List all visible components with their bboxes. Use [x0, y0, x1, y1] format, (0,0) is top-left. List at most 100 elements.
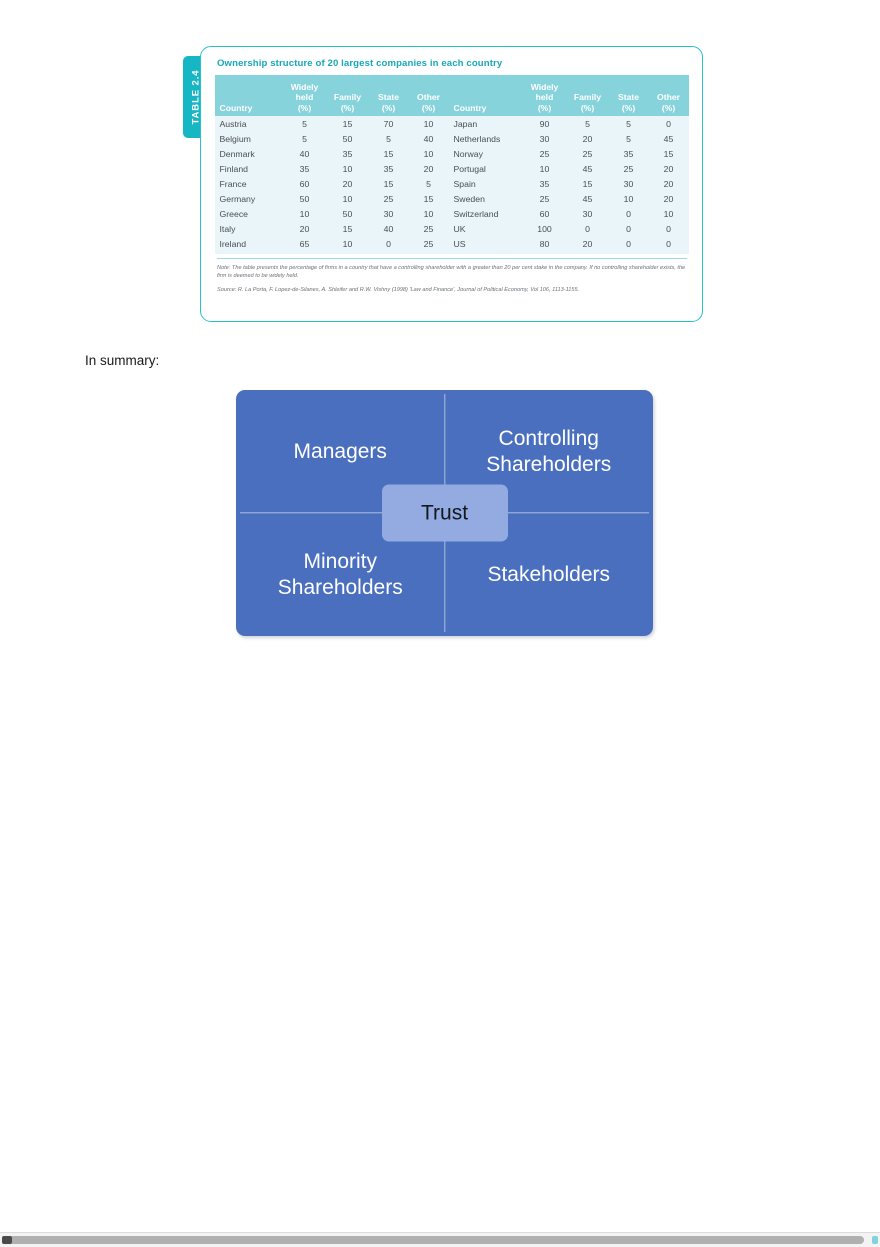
cell-other-right: 0 [648, 236, 689, 254]
cell-other-left: 40 [408, 131, 449, 146]
cell-country-right: Japan [448, 116, 523, 131]
cell-family-left: 50 [326, 131, 369, 146]
in-summary-label: In summary: [85, 353, 160, 368]
header-widely-held-right: Widely held (%) [522, 75, 567, 116]
cell-family-right: 20 [566, 236, 609, 254]
cell-family-left: 10 [326, 161, 369, 176]
cell-state-left: 70 [368, 116, 409, 131]
cell-other-right: 45 [648, 131, 689, 146]
quadrant-stakeholders-label: Stakeholders [487, 562, 611, 586]
cell-widely-held-left: 50 [282, 191, 327, 206]
cell-family-left: 20 [326, 176, 369, 191]
header-country-left: Country [214, 75, 283, 116]
cell-country-left: Greece [214, 206, 283, 221]
cell-country-right: UK [448, 221, 523, 236]
cell-country-right: US [448, 236, 523, 254]
cell-other-left: 10 [408, 116, 449, 131]
cell-country-right: Norway [448, 146, 523, 161]
table-source: Source: R. La Porta, F. Lopez-de-Silanes… [217, 286, 580, 293]
quadrant-stakeholders[interactable]: Stakeholders [445, 513, 654, 636]
cell-state-left: 35 [368, 161, 409, 176]
cell-country-right: Sweden [448, 191, 523, 206]
cell-widely-held-left: 35 [282, 161, 327, 176]
cell-state-left: 30 [368, 206, 409, 221]
cell-other-left: 25 [408, 236, 449, 254]
cell-country-left: Ireland [214, 236, 283, 254]
table-card: Ownership structure of 20 largest compan… [200, 46, 703, 322]
trust-center-box[interactable]: Trust [381, 484, 508, 542]
cell-widely-held-right: 80 [522, 236, 567, 254]
cell-family-right: 25 [566, 146, 609, 161]
horizontal-scrollbar[interactable] [0, 1232, 880, 1247]
cell-country-right: Switzerland [448, 206, 523, 221]
scrollbar-right-cap[interactable] [872, 1236, 878, 1244]
cell-state-right: 30 [608, 176, 649, 191]
cell-widely-held-left: 5 [282, 116, 327, 131]
trust-label: Trust [420, 501, 469, 524]
cell-state-left: 25 [368, 191, 409, 206]
cell-state-left: 0 [368, 236, 409, 254]
cell-family-left: 10 [326, 191, 369, 206]
cell-other-left: 5 [408, 176, 449, 191]
scrollbar-left-cap[interactable] [2, 1236, 12, 1244]
cell-other-right: 20 [648, 176, 689, 191]
cell-widely-held-left: 10 [282, 206, 327, 221]
cell-other-left: 20 [408, 161, 449, 176]
cell-country-left: Italy [214, 221, 283, 236]
cell-widely-held-right: 60 [522, 206, 567, 221]
header-state-left: State (%) [368, 75, 409, 116]
cell-state-right: 0 [608, 206, 649, 221]
cell-country-right: Netherlands [448, 131, 523, 146]
cell-family-right: 0 [566, 221, 609, 236]
table-bottom-rule [216, 257, 687, 259]
cell-country-left: Austria [214, 116, 283, 131]
cell-widely-held-left: 60 [282, 176, 327, 191]
cell-other-right: 20 [648, 191, 689, 206]
scrollbar-thumb[interactable] [8, 1236, 864, 1244]
cell-widely-held-right: 100 [522, 221, 567, 236]
cell-state-left: 15 [368, 146, 409, 161]
cell-family-left: 35 [326, 146, 369, 161]
cell-family-right: 45 [566, 161, 609, 176]
cell-widely-held-left: 20 [282, 221, 327, 236]
cell-widely-held-left: 40 [282, 146, 327, 161]
cell-widely-held-right: 25 [522, 191, 567, 206]
cell-other-left: 10 [408, 146, 449, 161]
cell-state-right: 0 [608, 221, 649, 236]
cell-state-right: 0 [608, 236, 649, 254]
header-state-right: State (%) [608, 75, 649, 116]
cell-widely-held-left: 65 [282, 236, 327, 254]
cell-country-right: Spain [448, 176, 523, 191]
cell-other-left: 25 [408, 221, 449, 236]
header-widely-held-left: Widely held (%) [282, 75, 327, 116]
ownership-table: Country Widely held (%) Family (%) State… [214, 75, 689, 254]
cell-state-left: 5 [368, 131, 409, 146]
cell-state-right: 35 [608, 146, 649, 161]
cell-family-right: 5 [566, 116, 609, 131]
cell-widely-held-right: 25 [522, 146, 567, 161]
cell-state-right: 5 [608, 116, 649, 131]
cell-family-right: 15 [566, 176, 609, 191]
quadrant-managers[interactable]: Managers [236, 390, 445, 513]
cell-state-right: 5 [608, 131, 649, 146]
cell-other-left: 15 [408, 191, 449, 206]
table-note: Note: The table presents the percentage … [217, 264, 686, 280]
cell-state-right: 10 [608, 191, 649, 206]
cell-country-left: France [214, 176, 283, 191]
cell-other-right: 10 [648, 206, 689, 221]
header-family-left: Family (%) [326, 75, 369, 116]
cell-family-left: 15 [326, 116, 369, 131]
